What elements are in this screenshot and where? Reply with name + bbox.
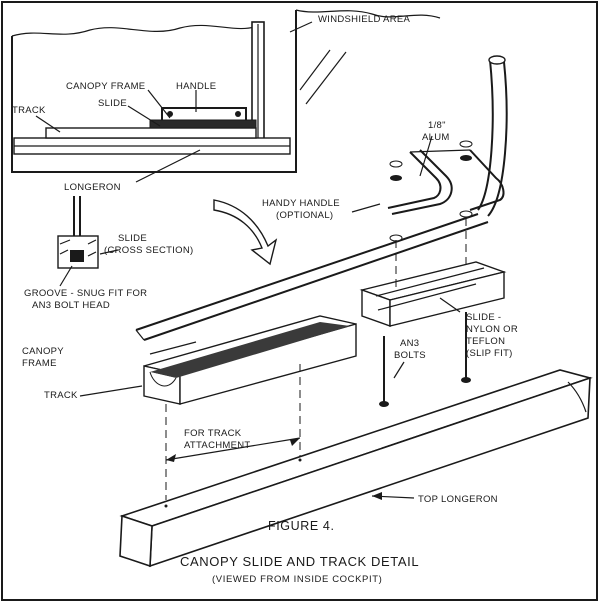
label-for-track: FOR TRACK [184, 428, 242, 439]
figure-title: CANOPY SLIDE AND TRACK DETAIL [180, 554, 419, 569]
figure-number: FIGURE 4. [268, 519, 335, 533]
label-for-track-attachment: ATTACHMENT [184, 440, 251, 451]
label-canopy-frame: CANOPY [22, 346, 64, 357]
label-slide-nylon-4: (SLIP FIT) [466, 348, 513, 359]
view-arrow-icon [213, 199, 278, 266]
label-handy-handle: HANDY HANDLE [262, 198, 340, 209]
label-slide-nylon: SLIDE - [466, 312, 501, 323]
glass-line [299, 49, 331, 91]
label-handle: HANDLE [176, 81, 216, 92]
top-inset [11, 9, 441, 173]
label-slide-cs-sub: (CROSS SECTION) [104, 245, 193, 256]
label-slide-cs: SLIDE [118, 233, 147, 244]
top-longeron [119, 369, 593, 568]
canopy-frame-assembly [135, 55, 508, 341]
label-an3: AN3 [400, 338, 419, 349]
label-alum-thickness: 1/8" [428, 120, 446, 131]
an3-bolts [379, 312, 471, 407]
inset-slide [149, 119, 257, 129]
label-an3-bolts: BOLTS [394, 350, 426, 361]
inset-handle [161, 107, 247, 120]
label-slide-top: SLIDE [98, 98, 127, 109]
label-windshield-area: WINDSHIELD AREA [318, 14, 410, 25]
label-top-longeron: TOP LONGERON [418, 494, 498, 505]
label-track-top: TRACK [12, 105, 46, 116]
torn-edge-right [295, 9, 441, 19]
label-slide-nylon-2: NYLON OR [466, 324, 518, 335]
label-alum: ALUM [422, 132, 450, 143]
slide-cross-section [57, 196, 99, 269]
label-canopy-frame-sub: FRAME [22, 358, 57, 369]
inset-track [45, 127, 257, 139]
label-longeron: LONGERON [64, 182, 121, 193]
label-slide-nylon-3: TEFLON [466, 336, 505, 347]
track-channel [143, 315, 357, 405]
figure-subtitle: (VIEWED FROM INSIDE COCKPIT) [212, 574, 382, 585]
label-track-main: TRACK [44, 390, 78, 401]
inset-border [11, 10, 297, 173]
dimension-line [165, 437, 301, 461]
label-groove: GROOVE - SNUG FIT FOR [24, 288, 147, 299]
nylon-slide-block [359, 261, 507, 327]
label-canopy-frame-top: CANOPY FRAME [66, 81, 145, 92]
label-handy-handle-optional: (OPTIONAL) [276, 210, 333, 221]
label-groove-sub: AN3 BOLT HEAD [32, 300, 110, 311]
torn-edge [11, 24, 259, 37]
